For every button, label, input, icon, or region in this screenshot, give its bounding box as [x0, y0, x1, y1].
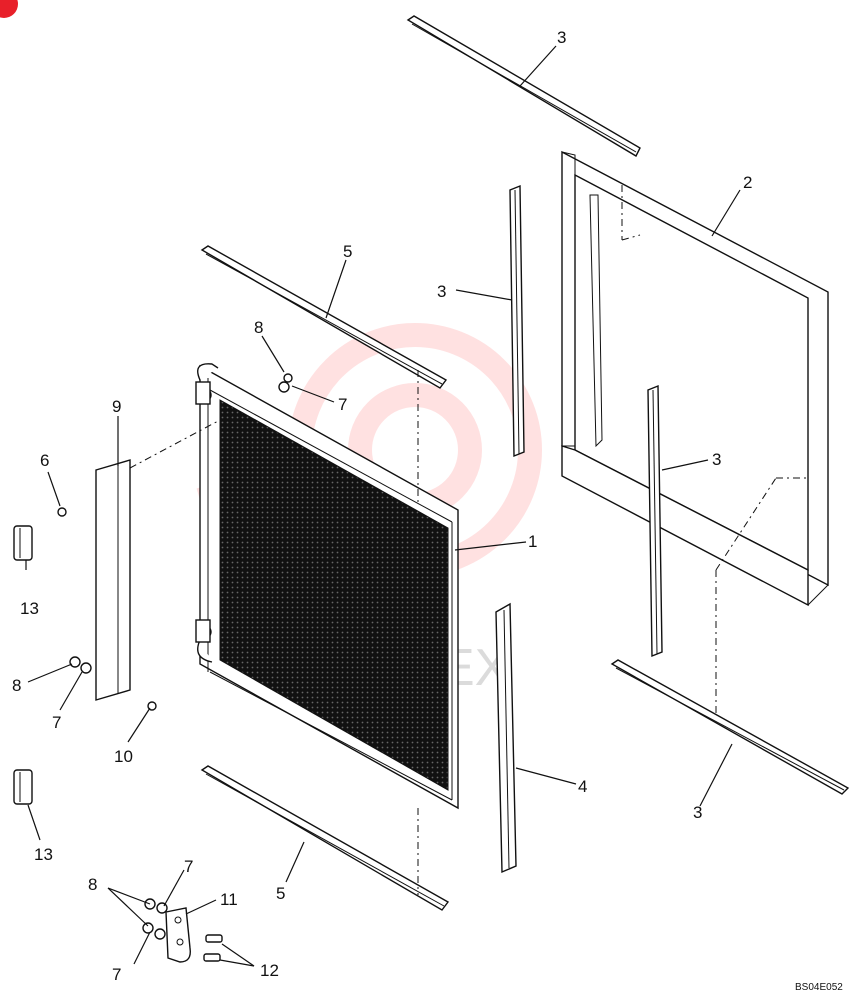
callout-11: 11	[220, 890, 238, 909]
callout-12: 12	[260, 961, 279, 980]
callout-3-center: 3	[437, 282, 446, 301]
callout-4: 4	[578, 777, 587, 796]
seal-strip-vertical-right	[647, 384, 663, 658]
leader-lines	[25, 45, 741, 967]
drawing-code: BS04E052	[795, 982, 843, 993]
callouts: 3 2 3 3 1 5 7 8 9 6 13 8 7 10 13 4 5 3 8…	[12, 28, 752, 984]
seal-strip-5-bottom	[200, 765, 450, 911]
callout-1: 1	[528, 532, 537, 551]
seal-strip-top	[406, 15, 641, 157]
mounting-bracket	[95, 419, 221, 701]
frame-shroud	[561, 150, 829, 607]
callout-3-bottom: 3	[693, 803, 702, 822]
callout-7-mid: 7	[52, 713, 61, 732]
callout-5-top: 5	[343, 242, 352, 261]
side-seal-strip	[495, 602, 517, 874]
callout-7-bottom-upper: 7	[184, 857, 193, 876]
clip-upper	[13, 525, 33, 561]
callout-8-mid: 8	[12, 676, 21, 695]
callout-3-right: 3	[712, 450, 721, 469]
callout-7-top: 7	[338, 395, 347, 414]
callout-8-top: 8	[254, 318, 263, 337]
callout-3-top: 3	[557, 28, 566, 47]
oil-cooler-core	[195, 363, 459, 810]
callout-2: 2	[743, 173, 752, 192]
callout-6: 6	[40, 451, 49, 470]
callout-5-bottom: 5	[276, 884, 285, 903]
clip-lower	[13, 769, 33, 805]
callout-8-bottom: 8	[88, 875, 97, 894]
callout-9: 9	[112, 397, 121, 416]
callout-13-upper: 13	[20, 599, 39, 618]
seal-strip-bottom-right	[610, 659, 850, 795]
lower-bracket	[165, 907, 191, 963]
callout-7-bottom-lower: 7	[112, 965, 121, 984]
callout-10: 10	[114, 747, 133, 766]
seal-strip-5-top	[200, 245, 448, 389]
callout-13-lower: 13	[34, 845, 53, 864]
corner-badge	[0, 0, 18, 18]
alignment-lines	[417, 370, 808, 895]
fasteners	[57, 373, 293, 962]
seal-strip-vertical-center	[509, 184, 525, 458]
